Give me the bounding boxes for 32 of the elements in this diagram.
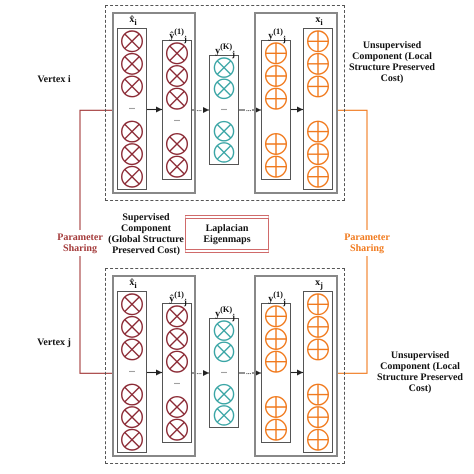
process-box: Laplacian Eigenmaps bbox=[185, 215, 269, 253]
arrow bbox=[291, 106, 303, 112]
ellipsis-text: ... bbox=[128, 101, 136, 112]
arrow bbox=[147, 370, 162, 376]
ellipsis-text: ... bbox=[173, 376, 181, 388]
layer-group-box bbox=[254, 275, 338, 457]
arrow bbox=[147, 106, 162, 112]
layer-label: x̂$_{i}$ bbox=[128, 14, 138, 28]
caption-text: Vertex i bbox=[36, 74, 72, 85]
layer-group-box bbox=[112, 275, 196, 457]
layer-label: x̂$_{i}$ bbox=[128, 277, 138, 291]
caption-text: Unsupervised Component (Local Structure Preserved Cost) bbox=[348, 40, 436, 84]
arrow bbox=[239, 370, 261, 376]
dashed-frame bbox=[105, 268, 345, 464]
ellipsis-text: ... bbox=[128, 364, 136, 375]
layer-group-box bbox=[112, 12, 196, 194]
connector-line bbox=[79, 110, 112, 374]
layer-group-box bbox=[254, 12, 338, 194]
ellipsis-text: ... bbox=[220, 365, 228, 376]
caption-text: Unsupervised Component (Local Structure Preserved Cost) bbox=[376, 350, 464, 394]
layer-label: x$_{i}$ bbox=[314, 14, 324, 28]
dashed-frame bbox=[105, 5, 345, 201]
arrow bbox=[239, 107, 261, 113]
layer-label: x$_{j}$ bbox=[314, 277, 324, 291]
arrow bbox=[291, 370, 303, 376]
caption-text: Supervised Component (Global Structure Preserved Cost) bbox=[108, 212, 184, 256]
edge-label: Parameter Sharing bbox=[341, 230, 393, 256]
caption-text: Vertex j bbox=[36, 337, 72, 348]
ellipsis-text: ... bbox=[220, 102, 228, 113]
edge-label: Parameter Sharing bbox=[54, 230, 106, 256]
ellipsis-text: ... bbox=[173, 113, 181, 124]
connector-line bbox=[338, 110, 368, 374]
